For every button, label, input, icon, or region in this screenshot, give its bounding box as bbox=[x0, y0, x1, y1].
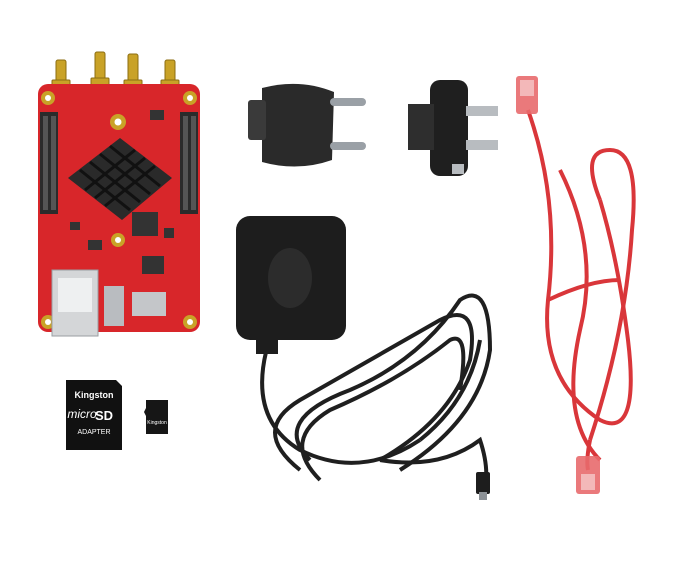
micro-sd-brand: Kingston bbox=[147, 420, 167, 426]
red-board bbox=[38, 51, 200, 337]
ethernet-cable bbox=[516, 76, 636, 494]
heatsink bbox=[68, 138, 172, 220]
uk-plug-adapter bbox=[408, 80, 498, 176]
sd-adapter-line2: SD bbox=[95, 408, 113, 423]
sd-adapter-brand: Kingston bbox=[75, 390, 114, 400]
micro-sd-card: Kingston bbox=[144, 400, 168, 434]
sd-adapter-line1: micro bbox=[67, 407, 97, 421]
sd-adapter: Kingston micro SD ADAPTER bbox=[66, 380, 122, 450]
sd-adapter-line3: ADAPTER bbox=[77, 429, 110, 436]
eu-plug-adapter bbox=[248, 83, 366, 167]
power-supply bbox=[236, 216, 493, 500]
